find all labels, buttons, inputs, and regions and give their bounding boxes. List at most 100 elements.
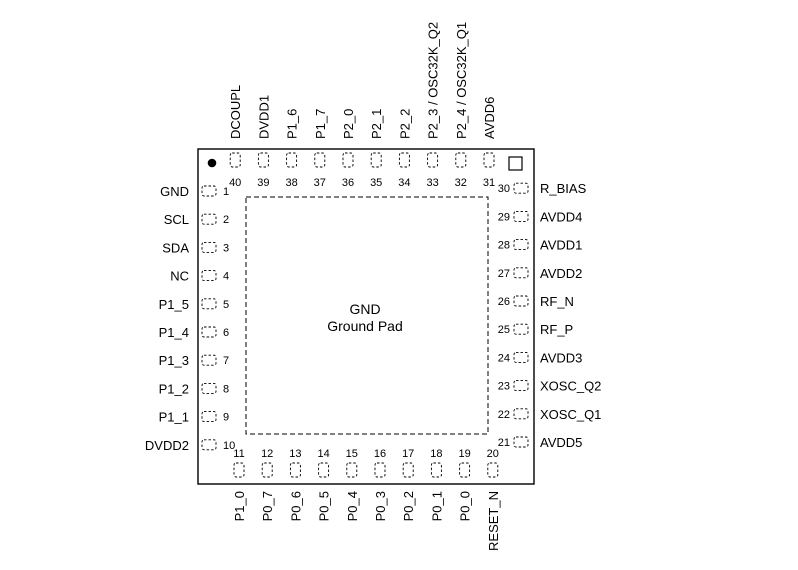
pin-pad-left <box>201 213 217 225</box>
pin-number-top: 31 <box>483 177 495 189</box>
pin-number-right: 30 <box>498 183 510 195</box>
pin-pad-right <box>513 351 529 363</box>
pin-name-right: AVDD4 <box>540 209 582 224</box>
pin-name-top: P2_0 <box>341 109 356 139</box>
pin-pad-bottom <box>233 462 245 478</box>
pin-name-left: SCL <box>164 212 189 227</box>
pin-number-right: 25 <box>498 324 510 336</box>
pin-pad-top <box>286 152 298 168</box>
pin-number-right: 24 <box>498 352 510 364</box>
pin-number-right: 22 <box>498 409 510 421</box>
pin-name-left: P1_2 <box>159 381 189 396</box>
pin-name-left: NC <box>170 269 189 284</box>
pin-name-bottom: P1_0 <box>232 491 247 521</box>
pin-number-right: 23 <box>498 381 510 393</box>
pin-pad-left <box>201 411 217 423</box>
pin-pad-left <box>201 241 217 253</box>
pin-number-top: 35 <box>370 177 382 189</box>
pin-pad-right <box>513 267 529 279</box>
pin-number-bottom: 17 <box>402 448 414 460</box>
pin-pad-left <box>201 185 217 197</box>
pin-name-right: XOSC_Q1 <box>540 407 601 422</box>
pin-pad-top <box>342 152 354 168</box>
pin-name-bottom: P0_4 <box>345 491 360 521</box>
pin-number-left: 8 <box>223 383 229 395</box>
pin-name-left: P1_4 <box>159 325 189 340</box>
pin-pad-top <box>398 152 410 168</box>
pin-name-top: DVDD1 <box>256 95 271 139</box>
pins-group: 1GND2SCL3SDA4NC5P1_56P1_47P1_38P1_29P1_1… <box>145 22 602 551</box>
pin-number-left: 9 <box>223 412 229 424</box>
pin-name-right: RF_N <box>540 294 574 309</box>
pin-pad-right <box>513 239 529 251</box>
ground-pad-outline <box>245 196 489 435</box>
pin-number-left: 3 <box>223 242 229 254</box>
pin-number-right: 26 <box>498 296 510 308</box>
pin-name-right: AVDD2 <box>540 266 582 281</box>
pin1-marker-dot <box>207 158 217 168</box>
pin-name-top: P2_4 / OSC32K_Q1 <box>454 22 469 139</box>
pin-number-left: 6 <box>223 327 229 339</box>
pin-pad-right <box>513 436 529 448</box>
pin-pad-bottom <box>346 462 358 478</box>
pin-pad-bottom <box>430 462 442 478</box>
pin-name-right: R_BIAS <box>540 181 587 196</box>
pin-number-bottom: 19 <box>458 448 470 460</box>
pin-name-top: DCOUPL <box>228 85 243 139</box>
pin-number-top: 37 <box>314 177 326 189</box>
pin-pad-left <box>201 326 217 338</box>
pin-name-left: P1_3 <box>159 353 189 368</box>
pin-pad-bottom <box>289 462 301 478</box>
pin-number-right: 27 <box>498 268 510 280</box>
pin-pad-top <box>257 152 269 168</box>
pin-name-bottom: P0_3 <box>373 491 388 521</box>
pin-name-bottom: P0_0 <box>458 491 473 521</box>
pin-name-left: SDA <box>162 240 189 255</box>
pin-name-left: P1_1 <box>159 410 189 425</box>
pin-number-left: 7 <box>223 355 229 367</box>
pin-name-right: AVDD5 <box>540 435 582 450</box>
pin-name-left: P1_5 <box>159 297 189 312</box>
pin-name-bottom: P0_5 <box>317 491 332 521</box>
pin-number-top: 39 <box>257 177 269 189</box>
pin-name-top: P2_3 / OSC32K_Q2 <box>426 22 441 139</box>
pin-pad-top <box>483 152 495 168</box>
pin-pad-bottom <box>487 462 499 478</box>
center-label: GND <box>349 301 380 317</box>
pin-pad-right <box>513 408 529 420</box>
pin-number-top: 34 <box>398 177 410 189</box>
pin-name-bottom: P0_7 <box>260 491 275 521</box>
pin-pad-right <box>513 182 529 194</box>
orientation-square-marker <box>508 156 523 171</box>
pin-pad-left <box>201 439 217 451</box>
pin-pad-right <box>513 210 529 222</box>
pin-name-top: P1_7 <box>313 109 328 139</box>
chip-body <box>197 148 535 485</box>
pin-number-bottom: 14 <box>317 448 329 460</box>
pin-name-right: XOSC_Q2 <box>540 379 601 394</box>
pin-pad-bottom <box>374 462 386 478</box>
pin-number-bottom: 20 <box>487 448 499 460</box>
pin-name-left: GND <box>160 184 189 199</box>
pin-number-top: 38 <box>285 177 297 189</box>
pin-number-top: 40 <box>229 177 241 189</box>
pin-name-bottom: P0_1 <box>429 491 444 521</box>
pin-name-right: AVDD3 <box>540 350 582 365</box>
pin-pad-top <box>370 152 382 168</box>
pin-number-left: 10 <box>223 440 235 452</box>
pin-name-top: P2_2 <box>397 109 412 139</box>
pin-pad-right <box>513 295 529 307</box>
pin-name-right: RF_P <box>540 322 573 337</box>
pin-number-bottom: 12 <box>261 448 273 460</box>
pin-pad-left <box>201 298 217 310</box>
center-sublabel: Ground Pad <box>327 318 403 334</box>
pin-number-top: 33 <box>426 177 438 189</box>
pin-number-bottom: 15 <box>346 448 358 460</box>
pin-pad-bottom <box>402 462 414 478</box>
pin-number-right: 29 <box>498 211 510 223</box>
pin-number-right: 28 <box>498 240 510 252</box>
pin-pad-bottom <box>261 462 273 478</box>
pin-number-top: 36 <box>342 177 354 189</box>
pin-number-bottom: 13 <box>289 448 301 460</box>
